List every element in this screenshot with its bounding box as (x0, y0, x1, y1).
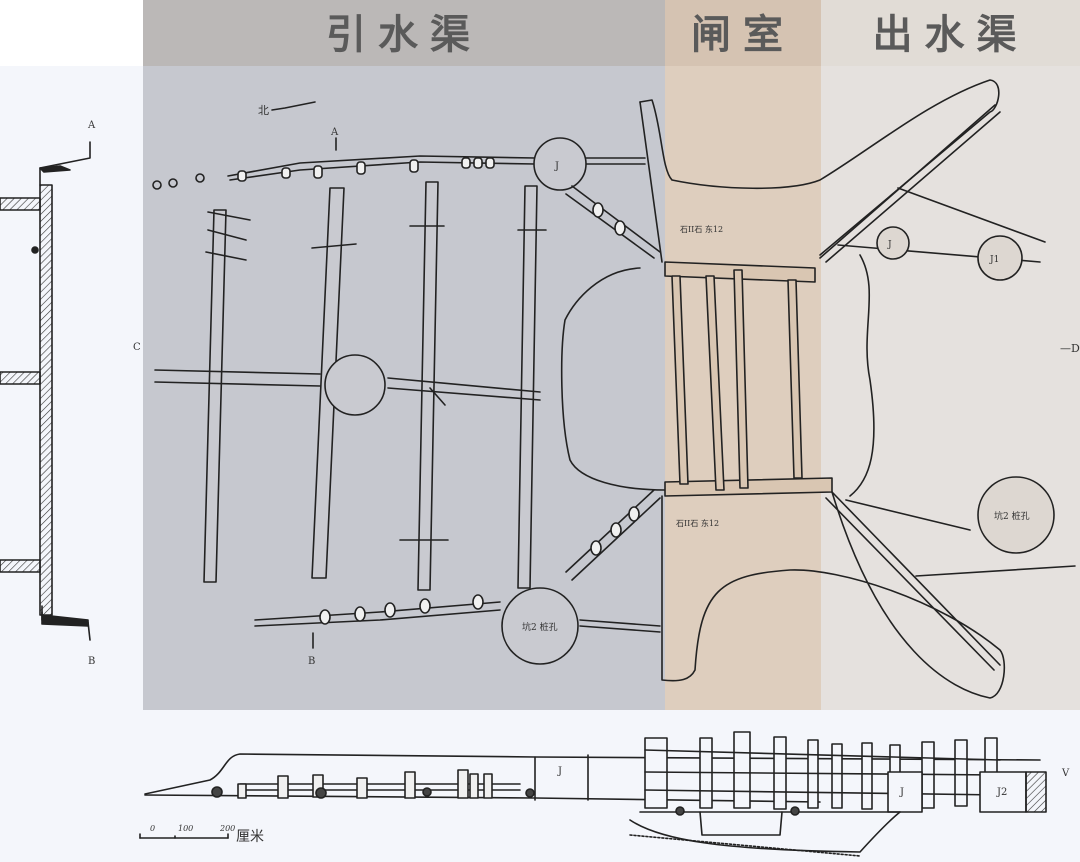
svg-text:—D: —D (1060, 342, 1080, 355)
svg-text:J2: J2 (996, 787, 1007, 798)
outlet-header-strip (821, 0, 1080, 66)
north-arrow-label: 北 (258, 104, 269, 117)
scale-tick-200: 200 (220, 824, 236, 833)
svg-text:J: J (899, 787, 904, 798)
chamber-header-strip (665, 0, 821, 66)
svg-text:J1: J1 (989, 255, 999, 265)
svg-text:B: B (88, 656, 95, 667)
svg-text:J: J (557, 766, 562, 777)
top-left-blank (0, 0, 143, 66)
gate-chamber-label: 闸室 (691, 11, 795, 58)
outlet-channel-label: 出水渠 (872, 11, 1029, 58)
left-cross-section (0, 141, 91, 641)
intake-header-strip (143, 0, 665, 66)
svg-text:A: A (87, 120, 96, 131)
svg-text:坑2 桩孔: 坑2 桩孔 (522, 621, 558, 633)
longitudinal-section: J J J2 (144, 731, 1070, 857)
scale-tick-100: 100 (178, 824, 194, 833)
svg-text:A: A (330, 127, 339, 138)
scale-unit-label: 厘米 (236, 829, 264, 845)
svg-text:J: J (887, 240, 892, 250)
svg-text:C: C (133, 342, 141, 353)
svg-text:石II石 东12: 石II石 东12 (680, 224, 723, 234)
outlet-channel-region (821, 0, 1080, 710)
svg-text:B: B (308, 656, 315, 667)
intake-channel-label: 引水渠 (326, 11, 482, 58)
svg-text:石II石 东12: 石II石 东12 (676, 518, 719, 528)
scale-tick-0: 0 (150, 824, 156, 833)
intake-channel-region (143, 0, 665, 710)
svg-text:坑2 桩孔: 坑2 桩孔 (994, 510, 1030, 522)
svg-text:J: J (554, 161, 559, 172)
svg-text:V: V (1061, 768, 1070, 779)
